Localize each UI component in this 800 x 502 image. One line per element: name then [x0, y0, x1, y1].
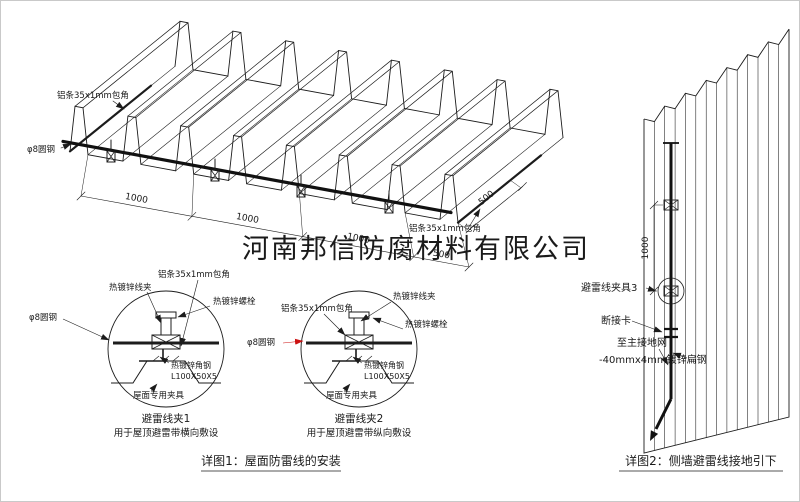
- caption-figure-1: 详图1：屋面防雷线的安装: [201, 453, 341, 468]
- dim-1000-a: 1000: [124, 192, 149, 206]
- caption-figure-2: 详图2：侧墙避雷线接地引下: [625, 453, 777, 468]
- d2-leader-angle: [352, 356, 363, 364]
- d2-leader-cap-strip: [323, 313, 346, 336]
- dim-500: 500: [432, 249, 451, 262]
- d2-title: 避雷线夹2: [335, 412, 384, 425]
- figure-captions: 详图1：屋面防雷线的安装 详图2：侧墙避雷线接地引下: [201, 453, 783, 472]
- leader-cap-strip-right: [468, 208, 481, 228]
- clamp-assembly-1: [106, 289, 226, 409]
- label-wall-clamp: 避雷线夹具3: [581, 281, 637, 294]
- leader-disconnect: [631, 320, 663, 333]
- d1-leader-fixture: [149, 383, 158, 393]
- label-round-steel: φ8圆钢: [27, 144, 55, 155]
- d1-leader-wire-clip: [146, 291, 162, 324]
- d2-subtitle: 用于屋顶避雷带纵向敷设: [307, 427, 412, 439]
- d2-leader-fixture: [342, 383, 351, 393]
- d1-label-round-steel: φ8圆钢: [29, 312, 57, 323]
- roof-isometric-view: 1000 1000 1000 500 500 铝条35x1mm包角 铝条35x1…: [27, 20, 564, 272]
- d1-label-angle-steel: 热镀锌角钢: [171, 360, 211, 370]
- cap-strip-right: [456, 154, 543, 224]
- d1-label-wire-clip: 热镀锌线夹: [109, 282, 152, 293]
- detail-circle-1: 热镀锌线夹 铝条35x1mm包角 热镀锌螺栓 φ8圆钢 热镀锌角钢 L100X5…: [29, 269, 256, 439]
- d2-leader-round-steel: [282, 338, 304, 345]
- d1-label-roof-fixture: 屋面专用夹具: [133, 390, 185, 401]
- d2-label-wire-clip: 热镀锌线夹: [393, 291, 436, 302]
- wall-corrugation-lines: [654, 41, 779, 451]
- roof-ridge-lines: [74, 20, 559, 177]
- dim-1000-c: 1000: [346, 232, 371, 246]
- ground-arrowhead: [650, 430, 659, 441]
- leader-to-ground: [658, 348, 669, 366]
- label-disconnect: 断接卡: [601, 314, 631, 327]
- leader-round-steel: [60, 143, 72, 150]
- d1-label-angle-spec: L100X50X5: [171, 372, 217, 381]
- d1-label-cap-strip: 铝条35x1mm包角: [158, 269, 230, 280]
- d2-leader-wire-clip: [360, 301, 392, 322]
- roof-dimension-chain: [76, 154, 474, 272]
- wall-dimension: [649, 200, 663, 296]
- d1-leader-bolt: [177, 305, 211, 318]
- d2-leader-bolt: [372, 317, 404, 330]
- d1-title: 避雷线夹1: [142, 412, 191, 425]
- cap-strip-left: [68, 84, 153, 153]
- d2-label-roof-fixture: 屋面专用夹具: [326, 390, 378, 401]
- wall-dim-1000: 1000: [641, 236, 651, 259]
- d1-subtitle: 用于屋顶避雷带横向敷设: [114, 427, 219, 439]
- label-cap-strip-left: 铝条35x1mm包角: [57, 90, 129, 101]
- d2-label-angle-steel: 热镀锌角钢: [364, 360, 404, 370]
- company-watermark: 河南邦信防腐材料有限公司: [242, 234, 590, 265]
- d1-leader-round-steel: [62, 318, 110, 341]
- leader-flat-steel: [672, 352, 688, 359]
- label-cap-strip-right: 铝条35x1mm包角: [409, 223, 481, 234]
- leader-cap-strip-left: [112, 100, 125, 110]
- wall-clamp-upper: [663, 199, 679, 211]
- wall-elevation-view: 1000 避雷线夹具3 断接卡 至主接地网 -40mmx4mm镀锌扁钢: [581, 28, 790, 454]
- disconnect-link: [664, 327, 678, 339]
- d2-label-angle-spec: L100X50X5: [364, 372, 410, 381]
- d2-label-bolt: 热镀锌螺栓: [405, 319, 448, 330]
- d2-label-round-steel: φ8圆钢: [247, 337, 275, 348]
- lightning-wire: [61, 139, 453, 215]
- roof-back-edge: [174, 20, 564, 139]
- detail-circle-2: 铝条35x1mm包角 热镀锌线夹 热镀锌螺栓 φ8圆钢 热镀锌角钢 L100X5…: [247, 289, 448, 439]
- wall-clamp-lower: [657, 277, 685, 305]
- d2-label-cap-strip: 铝条35x1mm包角: [281, 303, 353, 314]
- leader-wall-clamp: [645, 285, 657, 292]
- dim-1000-b: 1000: [235, 212, 260, 226]
- dim-500-side: 500: [477, 189, 497, 208]
- ground-lead: [654, 398, 673, 430]
- d1-label-bolt: 热镀锌螺栓: [213, 296, 256, 307]
- roof-side-dimension: [457, 179, 527, 234]
- label-to-ground: 至主接地网: [617, 336, 667, 349]
- d1-leader-angle: [159, 356, 170, 364]
- label-flat-steel: -40mmx4mm镀锌扁钢: [599, 353, 707, 366]
